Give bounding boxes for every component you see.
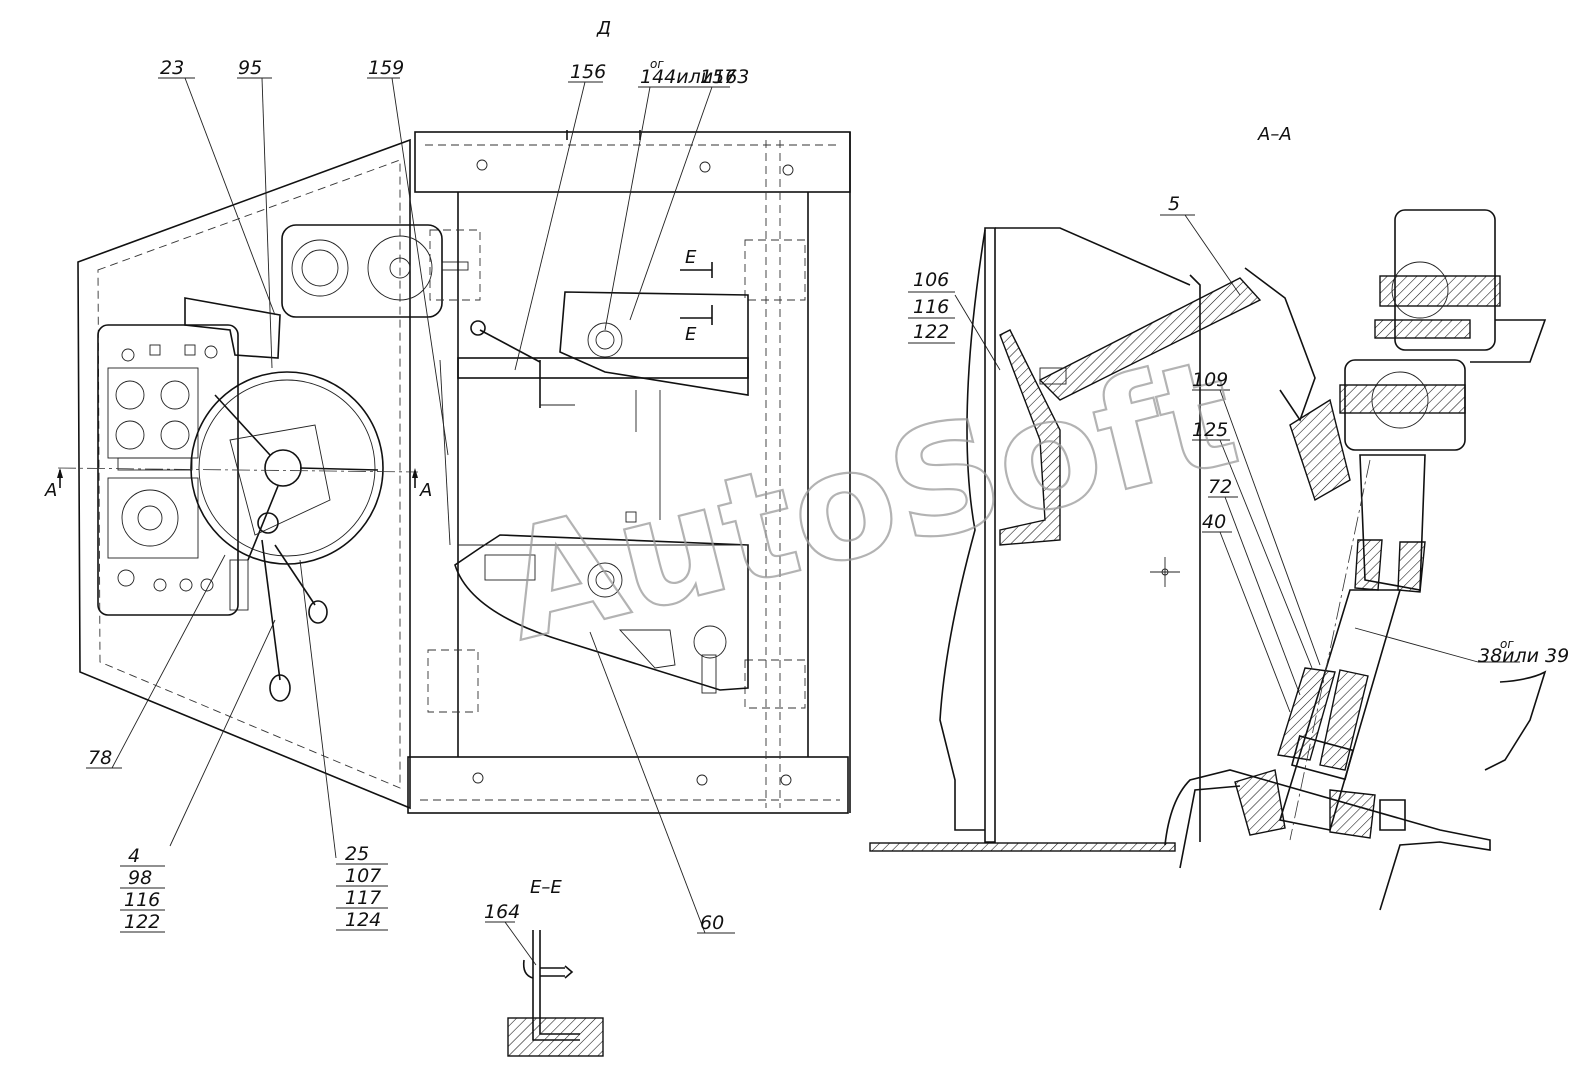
- callout-156: 156: [570, 61, 606, 83]
- labels: Д А–А Е–Е А А Е Е 23 95 159 156 ог 144ил…: [44, 18, 1569, 934]
- cut-mark-e-bottom: Е: [685, 324, 697, 345]
- callout-144-or-163: 144или163: [640, 66, 749, 88]
- stack-4-line-4: 122: [124, 911, 160, 933]
- dashboard-panel-outline: [77, 138, 411, 810]
- callout-60: 60: [700, 912, 724, 934]
- stack-25-line-2: 107: [345, 865, 381, 887]
- stack-106: 106 116 122: [908, 269, 955, 344]
- pedal-pod: [281, 224, 469, 318]
- cut-mark-e-top: Е: [685, 247, 697, 268]
- callout-164: 164: [484, 901, 520, 923]
- callout-125: 125: [1192, 419, 1228, 441]
- leader-lines: [86, 77, 1520, 966]
- callout-38-or-39: 38или 39: [1478, 645, 1569, 667]
- callout-159: 159: [368, 57, 404, 79]
- stack-4: 4 98 116 122: [120, 845, 165, 933]
- stack-25-line-1: 25: [345, 843, 369, 865]
- steering-column: [1234, 454, 1426, 839]
- stack-106-line-3: 122: [913, 321, 949, 343]
- stack-25-line-3: 117: [345, 887, 381, 909]
- cut-mark-a-right: А: [419, 480, 432, 501]
- callout-95: 95: [238, 57, 262, 79]
- stack-4-line-3: 116: [124, 889, 160, 911]
- section-line-aa: [57, 467, 419, 473]
- callout-144-superscript: ог: [650, 57, 664, 71]
- callout-5: 5: [1168, 193, 1180, 215]
- stack-106-line-2: 116: [913, 296, 949, 318]
- view-label-ee: Е–Е: [530, 877, 562, 898]
- stack-4-line-1: 4: [128, 845, 140, 867]
- callout-38-superscript: ог: [1500, 637, 1514, 651]
- stack-4-line-2: 98: [128, 867, 152, 889]
- stack-106-line-1: 106: [913, 269, 949, 291]
- callout-157: 157: [700, 66, 736, 88]
- callout-109: 109: [1192, 369, 1228, 391]
- stack-25: 25 107 117 124: [336, 843, 388, 931]
- stack-25-line-4: 124: [345, 909, 381, 931]
- callout-72: 72: [1208, 476, 1232, 498]
- callout-78: 78: [88, 747, 112, 769]
- universal-joint: [1339, 209, 1547, 451]
- view-label-aa: А–А: [1257, 124, 1292, 145]
- callout-23: 23: [160, 57, 184, 79]
- steering-wheel: [190, 371, 384, 565]
- callout-40: 40: [1202, 511, 1226, 533]
- section-aa-view: [869, 209, 1547, 911]
- section-ee-view: [507, 930, 604, 1057]
- cut-mark-a-left: А: [44, 480, 57, 501]
- cabin-frame: [407, 131, 851, 814]
- view-label-d: Д: [596, 18, 611, 39]
- top-view: [57, 130, 851, 814]
